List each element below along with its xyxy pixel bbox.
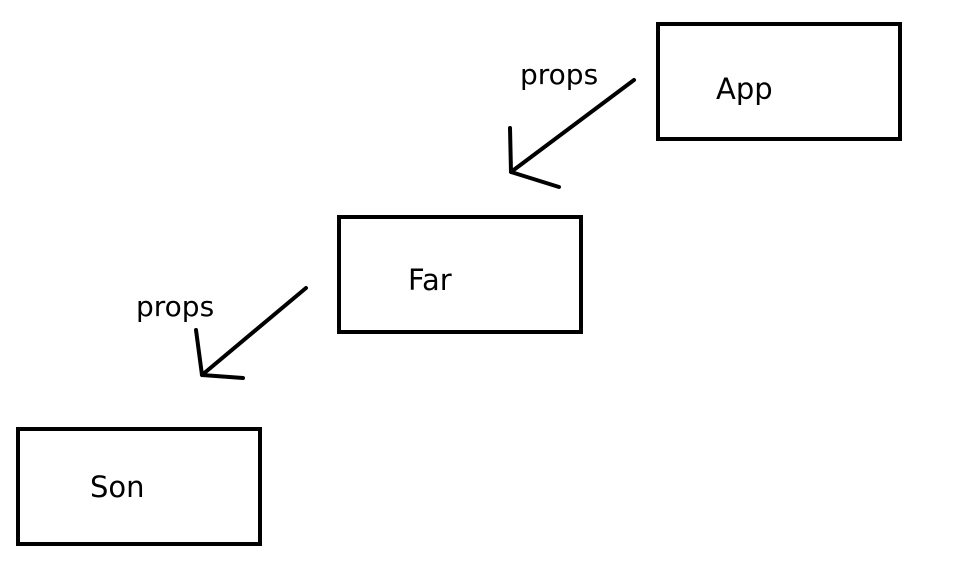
node-far-box [337, 215, 583, 334]
edge-app-to-far-arrowhead [508, 126, 561, 189]
node-son: Son [16, 427, 262, 546]
edge-far-to-son-arrowhead [194, 328, 245, 380]
node-app-label: App [716, 72, 773, 106]
edge-far-to-son-arrow-shaft [200, 286, 308, 377]
node-app: App [656, 22, 902, 141]
node-son-label: Son [90, 470, 145, 504]
edge-app-to-far-arrow-shaft [509, 78, 636, 174]
node-son-box [16, 427, 262, 546]
node-app-box [656, 22, 902, 141]
edge-far-to-son: props [136, 286, 308, 380]
edge-app-to-far: props [508, 58, 636, 189]
node-far: Far [337, 215, 583, 334]
edge-far-to-son-label: props [136, 290, 214, 323]
node-far-label: Far [408, 263, 452, 297]
edge-app-to-far-label: props [520, 58, 598, 91]
